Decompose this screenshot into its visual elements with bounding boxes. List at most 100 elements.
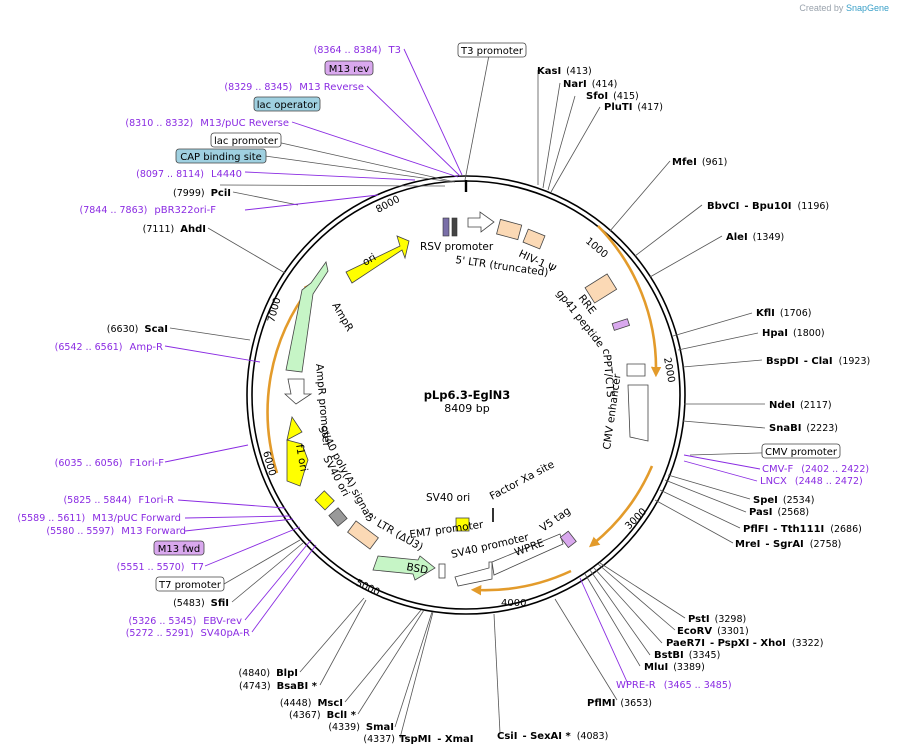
site-pos-17: (3301) [717,626,749,637]
site-pflfi-name: PflFI [743,524,768,535]
cppt-label: cPPT/CTS [600,348,616,398]
primer-3-pos: (8097 .. 8114) [136,169,204,180]
primer-5-pos: (6542 .. 6561) [55,342,123,353]
primer-labels: T3(8364 .. 8384)M13 Reverse(8329 .. 8345… [17,45,869,691]
site-pos-21: (3653) [620,698,652,709]
site-pasi-name: PasI [749,507,772,518]
primer-13-name: CMV-F [762,464,793,475]
feature-arcs [266,225,662,596]
em7-label: EM7 promoter [409,519,485,541]
site-pos-22: (4083) [577,731,609,742]
primer-11-pos: (5326 .. 5345) [128,616,196,627]
site-left-pos-2: (6630) [107,324,139,335]
primer-12-pos: (5272 .. 5291) [126,628,194,639]
primer-5-name: Amp-R [130,342,164,353]
primer-4-name: pBR322ori-F [154,205,216,216]
primer-10-pos: (5551 .. 5570) [117,562,185,573]
site-spei-name: SpeI [753,495,778,506]
snapgene-brand: SnapGene [845,3,889,13]
m13-fwd-label: M13 fwd [158,544,200,555]
restriction-sites-left: PciI(7999)AhdI(7111)ScaI(6630)SfiI(5483)… [107,188,474,745]
primer-6-name: F1ori-F [130,458,165,469]
primer-14-pos: (2448 .. 2472) [795,476,863,487]
primer-7-name: F1ori-R [138,495,174,506]
primer-13-pos: (2402 .. 2422) [801,464,869,475]
site-csii-name: CsiI [497,731,517,742]
plasmid-length: 8409 bp [444,402,489,415]
site-left-name-4: BlpI [276,668,298,679]
site-pos-5: (1196) [798,201,830,212]
ampr-promoter-label: AmpR promoter [313,363,332,448]
primer-6-pos: (6035 .. 6056) [55,458,123,469]
site-extra-18: - PspXI - XhoI [710,638,786,649]
site-extra-15: - SgrAI [765,539,803,550]
primer-15-name: WPRE-R [616,680,656,691]
site-pos-0: (413) [566,66,592,77]
primer-11-name: EBV-rev [203,616,242,627]
primer-0-name: T3 [388,45,401,56]
site-left-extra-9: - XmaI [437,734,473,745]
site-psti-name: PstI [688,614,710,625]
primer-8-name: M13/pUC Forward [92,513,181,524]
site-left-pos-0: (7999) [173,188,205,199]
tick-8000: 8000 [374,194,402,216]
site-pos-10: (2117) [800,400,832,411]
site-pos-3: (417) [637,102,663,113]
site-bstbi-name: BstBI [654,650,684,661]
credit-prefix: Created by [799,3,844,13]
site-pflmi-name: PflMI [587,698,615,709]
site-left-name-5: BsaBI * [277,681,318,692]
site-left-pos-1: (7111) [143,224,175,235]
factor-xa-label: Factor Xa site [488,459,557,503]
primer-12-name: SV40pA-R [201,628,250,639]
tick-2000: 2000 [661,357,676,384]
site-nari-name: NarI [563,79,587,90]
site-pos-6: (1349) [753,232,785,243]
site-left-pos-7: (4367) [289,710,321,721]
site-left-name-7: BclI * [327,710,357,721]
site-kfli-name: KflI [756,308,775,319]
restriction-sites-right: KasI(413)NarI(414)SfoI(415)PluTI(417)Mfe… [497,66,870,742]
primer-2-name: M13/pUC Reverse [200,118,289,129]
features [283,211,649,587]
tick-1000: 1000 [583,236,610,261]
primer-14-name: LNCX [760,476,787,487]
primer-8-pos: (5589 .. 5611) [17,513,85,524]
site-extra-5: - Bpu10I [744,201,791,212]
site-sfoi-name: SfoI [586,91,608,102]
site-left-name-8: SmaI [366,722,394,733]
primer-9-name: M13 Forward [121,526,186,537]
primer-3-name: L4440 [211,169,242,180]
snapgene-credit: Created by SnapGene [799,3,889,13]
primer-2-pos: (8310 .. 8332) [125,118,193,129]
site-pos-4: (961) [702,157,728,168]
site-paer7i-name: PaeR7I [666,638,705,649]
site-pos-7: (1706) [780,308,812,319]
site-extra-14: - Tth111I [773,524,824,535]
tick-5000: 5000 [354,578,382,599]
boxed-labels: T3 promoter M13 rev lac operator lac pro… [153,42,841,592]
site-mrei-name: MreI [735,539,760,550]
site-left-name-1: AhdI [180,224,206,235]
site-mlui-name: MluI [644,662,668,673]
plasmid-name: pLp6.3-EglN3 [424,388,511,402]
primer-0-pos: (8364 .. 8384) [314,45,382,56]
site-ecorv-name: EcoRV [677,626,712,637]
site-pos-18: (3322) [792,638,824,649]
v5-tag-label: V5 tag [538,505,573,535]
site-pos-8: (1800) [793,328,825,339]
site-pos-2: (415) [613,91,639,102]
site-left-pos-4: (4840) [238,668,270,679]
leader-lines [169,49,827,739]
site-alei-name: AleI [726,232,748,243]
ampr-label: AmpR [329,301,355,334]
site-pos-16: (3298) [715,614,747,625]
site-pluti-name: PluTI [604,102,632,113]
site-pos-11: (2223) [806,423,838,434]
primer-10-name: T7 [191,562,204,573]
site-pos-20: (3389) [673,662,705,673]
site-left-pos-5: (4743) [239,681,271,692]
site-extra-22: - SexAI * [522,731,571,742]
primer-lines [164,48,761,685]
